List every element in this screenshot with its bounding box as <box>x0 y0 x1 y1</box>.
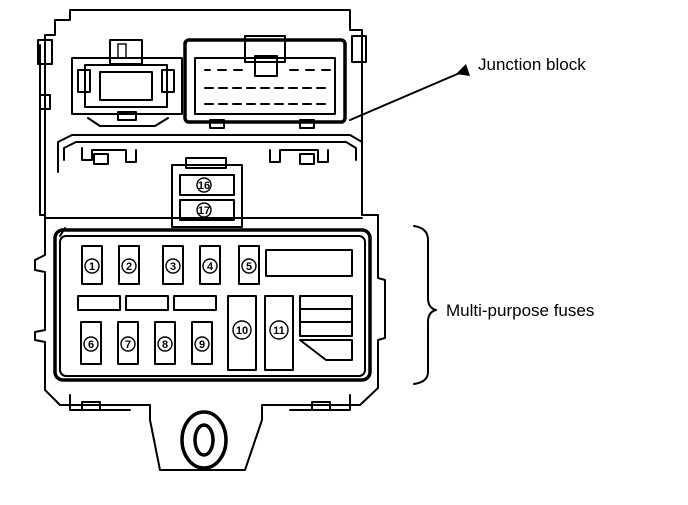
fuse-16-number: 16 <box>198 180 210 192</box>
fuse-10[interactable] <box>227 295 257 371</box>
fuse-8-number: 8 <box>162 339 168 351</box>
fuse-3[interactable] <box>162 245 184 285</box>
fuse-17[interactable] <box>179 199 235 221</box>
fuse-9[interactable] <box>191 321 213 365</box>
fuse-10-number: 10 <box>236 325 248 337</box>
fuse-17-number: 17 <box>198 205 210 217</box>
fuse-16[interactable] <box>179 174 235 196</box>
middle-rail <box>44 134 363 219</box>
fuse-1-number: 1 <box>89 261 95 273</box>
fuse-7-number: 7 <box>125 339 131 351</box>
fuse-7[interactable] <box>117 321 139 365</box>
top-right-connector <box>183 35 347 129</box>
junction-block-housing <box>34 9 386 471</box>
fuse-4-number: 4 <box>207 261 214 273</box>
fuse-6-number: 6 <box>88 339 94 351</box>
fuse-1[interactable] <box>81 245 103 285</box>
top-left-connector <box>71 39 183 127</box>
fuse-11-number: 11 <box>273 325 285 337</box>
multi-purpose-fuses-callout: Multi-purpose fuses <box>413 225 594 385</box>
fuse-6[interactable] <box>80 321 102 365</box>
fuse-2-number: 2 <box>126 261 132 273</box>
junction-block-callout: Junction block <box>349 55 586 121</box>
fuse-9-number: 9 <box>199 339 205 351</box>
fuse-panel: 1 2 3 4 5 6 7 8 9 10 11 <box>53 227 372 382</box>
fuse-8[interactable] <box>154 321 176 365</box>
multi-purpose-fuses-label: Multi-purpose fuses <box>446 301 594 320</box>
fuse-5-number: 5 <box>246 261 252 273</box>
fuse-4[interactable] <box>199 245 221 285</box>
upper-fuse-holder: 16 17 <box>171 157 243 228</box>
junction-block-label: Junction block <box>478 55 586 74</box>
fuse-11[interactable] <box>264 295 294 371</box>
fuse-3-number: 3 <box>170 261 176 273</box>
fuse-5[interactable] <box>238 245 260 285</box>
fuse-2[interactable] <box>118 245 140 285</box>
